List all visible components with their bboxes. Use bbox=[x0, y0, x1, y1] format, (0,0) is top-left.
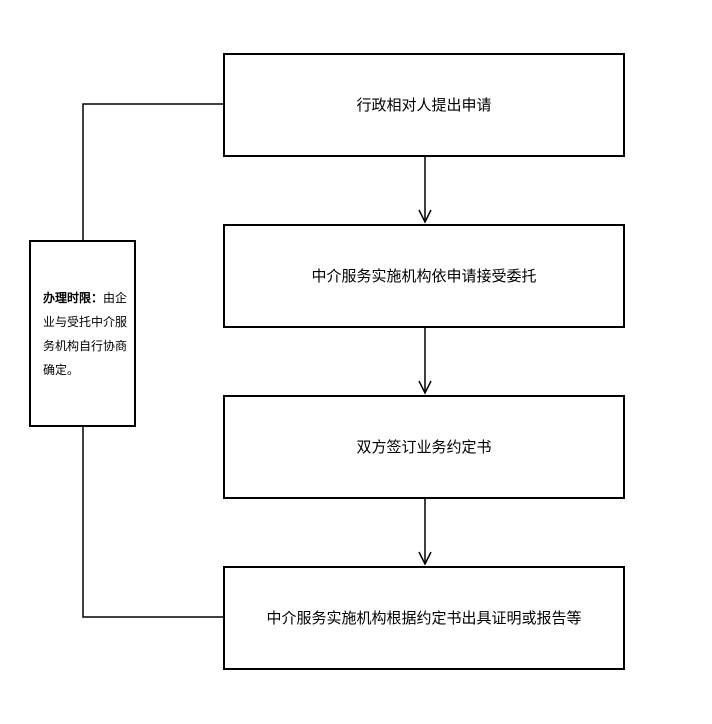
note-connector-top bbox=[82, 103, 223, 240]
note-connector-bottom bbox=[82, 427, 223, 618]
step-3-label: 双方签订业务约定书 bbox=[356, 438, 492, 456]
arrow-step1-to-step2 bbox=[418, 157, 432, 224]
time-limit-note: 办理时限：由企业与受托中介服务机构自行协商确定。 bbox=[29, 240, 136, 427]
arrow-step2-to-step3 bbox=[418, 328, 432, 395]
step-2-label: 中介服务实施机构依申请接受委托 bbox=[311, 267, 537, 285]
step-1-box: 行政相对人提出申请 bbox=[223, 53, 625, 157]
note-body: 由企业与受托中介服务机构自行协商确定。 bbox=[43, 291, 128, 377]
step-1-label: 行政相对人提出申请 bbox=[356, 96, 492, 114]
note-title: 办理时限： bbox=[43, 291, 104, 305]
step-4-box: 中介服务实施机构根据约定书出具证明或报告等 bbox=[223, 566, 625, 670]
step-2-box: 中介服务实施机构依申请接受委托 bbox=[223, 224, 625, 328]
arrow-step3-to-step4 bbox=[418, 499, 432, 566]
step-4-label: 中介服务实施机构根据约定书出具证明或报告等 bbox=[266, 609, 582, 627]
step-3-box: 双方签订业务约定书 bbox=[223, 395, 625, 499]
